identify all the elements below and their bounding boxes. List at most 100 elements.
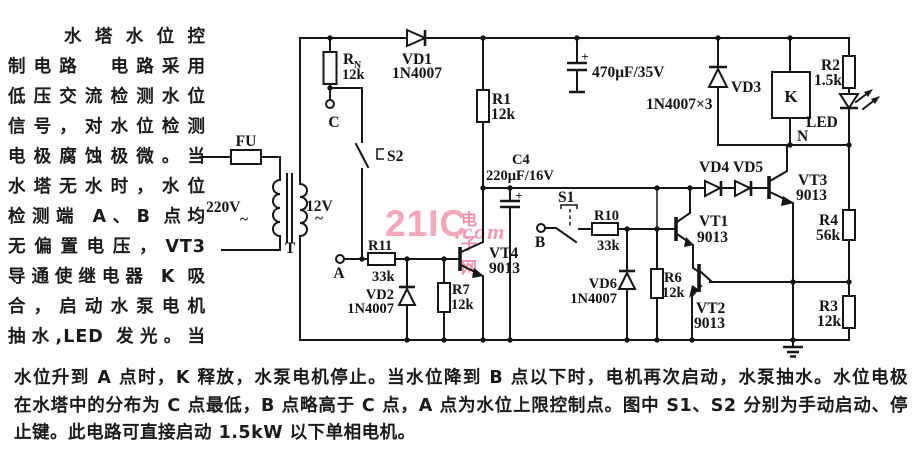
vd6-value: 1N4007 [570,291,617,307]
diode-vd1: VD1 1N4007 [392,28,442,82]
vd5-name: VD5 [733,159,763,176]
switch-s2[interactable]: S2 [354,87,404,260]
s2-label: S2 [387,148,404,165]
transformer-label: T [285,240,296,257]
secondary-winding [298,182,308,238]
capacitor-filter: + 470μF/35V [567,37,665,94]
secondary-voltage-label: 12V [306,198,334,215]
electrode-c-terminal [325,99,335,109]
r11-name: R11 [368,238,392,254]
r3-name: R3 [819,298,838,315]
text-line: 无偏置电压，VT3 [8,237,206,257]
text-line: 水塔水位控 [64,27,206,47]
r1-value: 12k [491,106,516,123]
junction-dots [327,35,852,343]
vt1-value: 9013 [697,229,728,246]
resistor-r7: R7 12k [437,258,475,341]
rn-value: 12k [342,67,366,83]
led-indicator: LED [806,89,880,146]
switch-s1[interactable]: S1 B [535,189,593,251]
description-column: 水塔水位控 制电路 电路采用 低压交流检测水位 信号，对水位检测 电极腐蚀极微。… [8,22,206,352]
s1-label: S1 [558,189,574,206]
diode-vd4: VD4 [699,159,736,198]
r4-value: 56k [816,227,841,244]
diode-vd5: VD5 [733,159,770,198]
vd2-value: 1N4007 [347,301,394,317]
resistor-r10: R10 33k [591,208,677,254]
wire-n-line: N [717,128,850,146]
transistor-vt3: VT3 9013 [767,144,828,341]
resistor-r4: R4 56k [816,144,856,283]
mains-voltage-label: 220V [206,199,241,216]
point-b-label: B [535,234,545,251]
wire-supply-line [482,187,706,229]
vd1-value: 1N4007 [392,65,442,82]
text-line: 检测端 A、B 点均 [8,207,206,227]
capacitor-c4: + C4 220μF/16V [486,152,554,341]
r10-name: R10 [594,208,619,224]
point-c-label: C [328,114,339,131]
text-line: 止键。此电路可直接启动 1.5kW 以下单相电机。 [14,423,416,443]
transistor-vt4: VT4 9013 [458,187,520,341]
text-line: 信号，对水位检测 [8,117,206,137]
r11-value: 33k [372,269,396,285]
r7-value: 12k [451,297,475,313]
resistor-r1: R1 12k [476,37,516,189]
transformer: FU 220V ~ 12V ~ T [199,133,334,257]
watermark-brand: 21IC [385,203,468,244]
ac-tilde: ~ [240,211,248,228]
c4-value: 220μF/16V [486,168,554,184]
resistor-r2: R2 1.5k [814,55,856,95]
r1-name: R1 [492,91,511,108]
diode-vd6: VD6 1N4007 [570,228,637,341]
vt2-name: VT2 [696,300,726,317]
text-line: 合，启动水泵电机 [8,297,206,317]
c4-name: C4 [512,152,530,168]
vt3-value: 9013 [796,187,827,204]
vt3-name: VT3 [798,172,828,189]
vt4-name: VT4 [489,245,519,262]
text-line: 水位升到 A 点时，K 释放，水泵电机停止。当水位降到 B 点以下时，电机再次启… [14,368,908,388]
vd1-name: VD1 [402,51,432,68]
diode-vd3: VD3 1N4007×3 [646,37,761,146]
text-line: 导通使继电器 K 吸 [8,267,206,287]
vd3-name: VD3 [731,79,761,96]
r10-value: 33k [597,238,621,254]
r7-name: R7 [452,282,470,298]
text-line: 在水塔中的分布为 C 点最低，B 点略高于 C 点，A 点为水位上限控制点。图中… [14,395,908,416]
diode-vd2: VD2 1N4007 [347,258,417,341]
r3-value: 12k [817,313,842,330]
watermark-com: .com [455,219,507,244]
filter-cap-value: 470μF/35V [592,64,665,81]
resistor-r6: R6 12k [650,228,686,341]
text-line: 抽水,LED 发光。当 [8,327,206,347]
electrode-b-terminal [536,223,546,233]
electrode-a-terminal [335,254,345,264]
rn-sub: N [354,60,362,71]
text-line: 低压交流检测水位 [8,87,206,107]
resistor-rn: R N 12k C [322,37,366,131]
polarity-plus: + [581,49,588,64]
bottom-paragraph: 水位升到 A 点时，K 释放，水泵电机停止。当水位降到 B 点以下时，电机再次启… [14,365,908,448]
vt1-name: VT1 [699,213,728,230]
resistor-r11: A R11 33k [333,238,460,285]
watermark-cn: 电子网 [461,210,480,277]
vd2-name: VD2 [366,287,394,303]
ac-tilde: ~ [315,210,323,227]
rn-name: R [343,51,355,68]
vd6-name: VD6 [589,276,617,292]
text-line: 电极腐蚀极微。当 [8,147,206,167]
fuse-symbol [230,149,262,165]
transformer-core [286,173,293,243]
r2-name: R2 [821,57,840,74]
relay-k: K [771,37,811,146]
led-label: LED [806,114,838,131]
point-a-label: A [333,265,345,282]
text-line: 水塔无水时，水位 [8,177,206,197]
vd4-name: VD4 [699,159,729,176]
vd3-value: 1N4007×3 [646,96,713,113]
r4-name: R4 [819,212,838,229]
transistor-vt1: VT1 9013 [674,187,728,274]
